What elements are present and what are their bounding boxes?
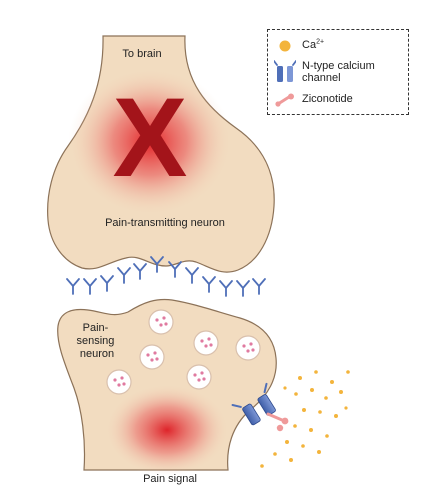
vesicles	[106, 309, 261, 395]
receptor	[83, 278, 97, 295]
to-brain-label: To brain	[122, 48, 161, 60]
calcium-ion-icon	[268, 39, 302, 53]
legend-channel-label: N-type calcium channel	[302, 60, 375, 84]
receptor	[202, 276, 216, 293]
pain-signal-label: Pain signal	[143, 473, 197, 485]
calcium-ions	[260, 370, 350, 468]
block-mark: X	[113, 75, 188, 200]
vesicle	[193, 330, 219, 356]
ziconotide-icon	[268, 93, 302, 107]
ziconotide-bound	[266, 412, 289, 432]
receptor	[236, 280, 250, 297]
receptor	[133, 263, 147, 280]
receptor	[66, 278, 80, 295]
legend-item-ziconotide: Ziconotide	[268, 93, 410, 107]
legend: Ca2+ N-type calcium channel Ziconotide	[267, 29, 409, 115]
receptor	[219, 280, 233, 297]
vesicle	[235, 335, 261, 361]
receptor	[117, 267, 131, 284]
receptor	[185, 267, 199, 284]
n-type-calcium-channel	[231, 382, 276, 426]
vesicle	[148, 309, 174, 335]
vesicle	[139, 344, 165, 370]
legend-calcium-label: Ca2+	[302, 38, 325, 51]
receptor	[100, 275, 114, 292]
vesicle	[106, 369, 132, 395]
legend-item-calcium: Ca2+	[268, 38, 410, 53]
receptor	[252, 278, 266, 295]
pain-transmitting-neuron-label: Pain-transmitting neuron	[105, 217, 225, 229]
legend-item-channel: N-type calcium channel	[268, 60, 410, 84]
pain-sensing-neuron-label: Pain- sensing neuron	[77, 322, 118, 360]
calcium-channel-icon	[268, 60, 302, 84]
pain-signal-glow	[105, 384, 229, 476]
legend-ziconotide-label: Ziconotide	[302, 93, 353, 105]
blocked-signal-glow	[68, 68, 232, 216]
vesicle	[186, 364, 212, 390]
